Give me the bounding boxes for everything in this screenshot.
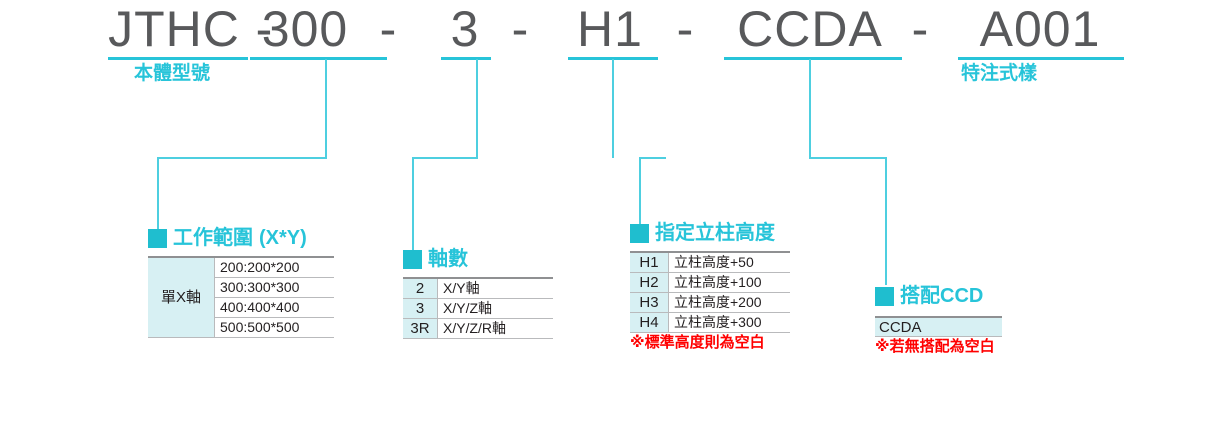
column-height-code: H3 xyxy=(630,292,669,313)
caption-special-spec: 特注式樣 xyxy=(961,63,1038,84)
axis-count-value: X/Y/Z/R軸 xyxy=(437,318,553,339)
connector-work-range-vertical-lower xyxy=(157,157,159,229)
work-range-span-label: 單X軸 xyxy=(148,256,215,338)
underline-axis-count xyxy=(441,57,491,60)
column-height-code: H1 xyxy=(630,251,669,273)
bullet-square-icon xyxy=(630,223,649,243)
block-title-work-range: 工作範圍 xyxy=(173,227,253,249)
code-separator-1: - xyxy=(255,1,273,57)
code-segment-work-range: 300 xyxy=(261,1,349,57)
block-title-suffix-work-range: (X*Y) xyxy=(259,227,307,249)
block-heading-column-height: 指定立柱高度 xyxy=(630,222,775,244)
connector-axis-count-vertical-lower xyxy=(412,157,414,250)
code-segment-axis-count: 3 xyxy=(450,1,480,57)
code-segment-column-height: H1 xyxy=(577,1,643,57)
code-segment-body-model: JTHC xyxy=(108,1,240,57)
underline-column-height xyxy=(568,57,658,60)
column-height-value: 立柱高度+100 xyxy=(668,272,790,293)
connector-work-range-horizontal xyxy=(157,157,327,159)
code-segment-ccd: CCDA xyxy=(737,1,883,57)
table-row: H3 立柱高度+200 xyxy=(630,292,790,313)
work-range-value: 200:200*200 xyxy=(214,256,334,278)
underline-special-spec xyxy=(958,57,1124,60)
code-separator-5: - xyxy=(911,1,929,57)
caption-body-model: 本體型號 xyxy=(134,63,211,84)
connector-axis-count-vertical-upper xyxy=(476,59,478,158)
block-heading-work-range: 工作範圍 (X*Y) xyxy=(148,227,307,249)
connector-work-range-vertical-upper xyxy=(325,59,327,158)
table-row: 單X軸 200:200*200 xyxy=(148,256,334,338)
code-separator-4: - xyxy=(676,1,694,57)
bullet-square-icon xyxy=(875,286,894,306)
table-row: 500:500*500 xyxy=(148,317,334,338)
column-height-value: 立柱高度+50 xyxy=(668,251,790,273)
underline-body-model xyxy=(108,57,248,60)
work-range-value: 400:400*400 xyxy=(214,297,334,318)
connector-ccd-horizontal xyxy=(809,157,887,159)
axis-count-value: X/Y軸 xyxy=(437,277,553,299)
column-height-code: H4 xyxy=(630,312,669,333)
table-axis-count: 2 X/Y軸 3 X/Y/Z軸 3R X/Y/Z/R軸 xyxy=(403,277,553,339)
table-row: 3 X/Y/Z軸 xyxy=(403,298,553,319)
code-separator-2: - xyxy=(379,1,397,57)
ccd-value-cell: CCDA xyxy=(875,316,1002,337)
underline-ccd xyxy=(724,57,902,60)
connector-column-height-vertical-lower xyxy=(639,157,641,224)
table-work-range: 單X軸 200:200*200 300:300*300 400:400*400 … xyxy=(148,256,334,338)
connector-column-height-vertical-upper xyxy=(612,59,614,158)
table-row: 400:400*400 xyxy=(148,297,334,318)
column-height-code: H2 xyxy=(630,272,669,293)
code-segment-special-spec: A001 xyxy=(979,1,1101,57)
table-row: H2 立柱高度+100 xyxy=(630,272,790,293)
axis-count-code: 2 xyxy=(403,277,438,299)
table-column-height: H1 立柱高度+50 H2 立柱高度+100 H3 立柱高度+200 H4 立柱… xyxy=(630,251,790,333)
block-heading-ccd: 搭配CCD xyxy=(875,285,983,307)
note-column-height: ※標準高度則為空白 xyxy=(630,334,765,351)
bullet-square-icon xyxy=(403,249,422,269)
block-title-axis-count: 軸數 xyxy=(428,248,468,270)
axis-count-code: 3 xyxy=(403,298,438,319)
axis-count-value: X/Y/Z軸 xyxy=(437,298,553,319)
axis-count-code: 3R xyxy=(403,318,438,339)
connector-ccd-vertical-lower xyxy=(885,157,887,285)
bullet-square-icon xyxy=(148,228,167,248)
table-row: 2 X/Y軸 xyxy=(403,277,553,299)
table-row: H1 立柱高度+50 xyxy=(630,251,790,273)
block-title-ccd: 搭配CCD xyxy=(900,285,984,307)
work-range-value: 500:500*500 xyxy=(214,317,334,338)
connector-column-height-horizontal xyxy=(639,157,666,159)
table-row: 300:300*300 xyxy=(148,277,334,298)
table-row: 3R X/Y/Z/R軸 xyxy=(403,318,553,339)
column-height-value: 立柱高度+300 xyxy=(668,312,790,333)
connector-axis-count-horizontal xyxy=(412,157,478,159)
block-title-column-height: 指定立柱高度 xyxy=(655,222,775,244)
column-height-value: 立柱高度+200 xyxy=(668,292,790,313)
table-row: H4 立柱高度+300 xyxy=(630,312,790,333)
block-heading-axis-count: 軸數 xyxy=(403,248,468,270)
note-ccd: ※若無搭配為空白 xyxy=(875,338,995,355)
model-number-row: JTHC - 300 - 3 - H1 - CCDA - A001 xyxy=(0,0,1210,58)
underline-work-range xyxy=(250,57,387,60)
work-range-value: 300:300*300 xyxy=(214,277,334,298)
code-separator-3: - xyxy=(511,1,529,57)
connector-ccd-vertical-upper xyxy=(809,59,811,158)
